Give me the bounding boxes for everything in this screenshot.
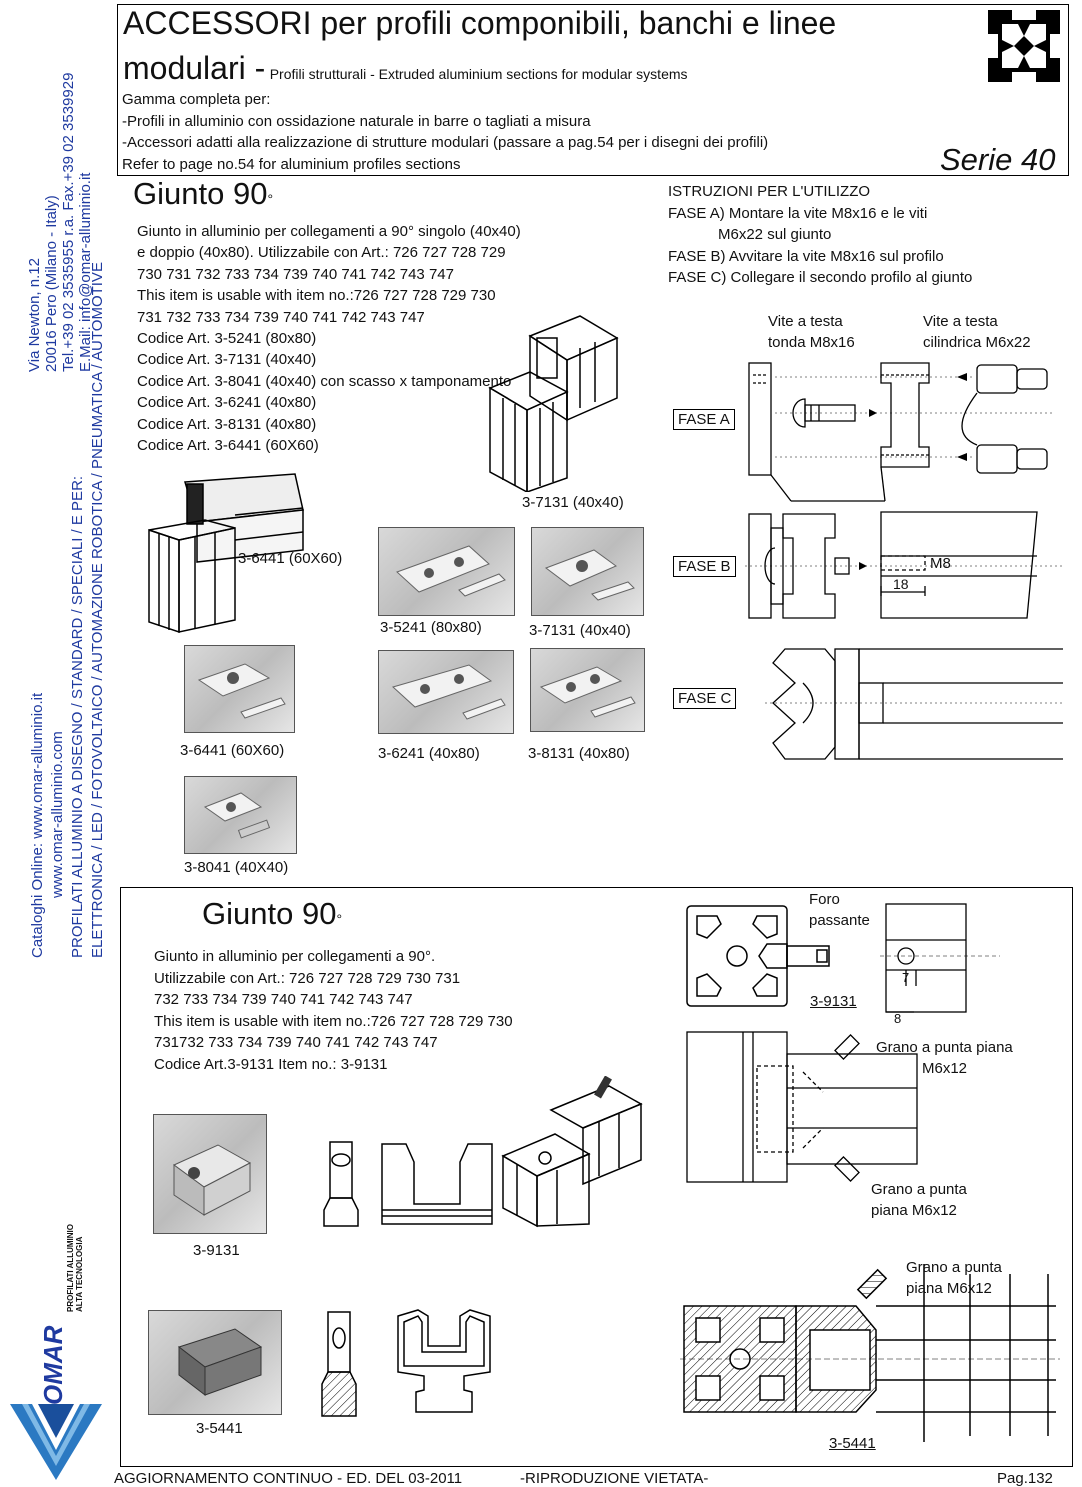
section1-description: Giunto in alluminio per collegamenti a 9… [137, 223, 521, 455]
photo-label-5441: 3-5441 [196, 1420, 243, 1437]
photo-label-7131: 3-7131 (40x40) [529, 622, 631, 639]
section1-title: Giunto 90° [133, 176, 274, 211]
part-7131-icon [544, 549, 635, 601]
photo-label-6241: 3-6241 (40x80) [378, 745, 480, 762]
instructions-block: ISTRUZIONI PER L'UTILIZZO FASE A) Montar… [668, 183, 973, 286]
photo-label-6441-big: 3-6441 (60X60) [238, 550, 343, 567]
page-title-line2: modulari - Profili strutturali - Extrude… [123, 50, 688, 86]
photo-6241 [378, 650, 514, 734]
photo-5241 [378, 527, 515, 616]
part-5441-icon [177, 1328, 263, 1397]
photo-7131 [531, 527, 644, 616]
footer-notice: -RIPRODUZIONE VIETATA- [520, 1470, 709, 1487]
page-title: ACCESSORI per profili componibili, banch… [123, 5, 837, 41]
grano-label-3: Grano a punta piana M6x12 [906, 1259, 1002, 1297]
hole-detail-drawing [880, 903, 1000, 1013]
part-5241-icon [396, 545, 506, 597]
logo-v-icon [10, 1404, 102, 1480]
part-5441-side-drawing [321, 1311, 357, 1417]
photo-label-8041: 3-8041 (40X40) [184, 859, 289, 876]
photo-label-6441: 3-6441 (60X60) [180, 742, 285, 759]
photo-label-7131-top: 3-7131 (40x40) [522, 494, 624, 511]
assembly-7131-drawing [488, 315, 619, 492]
foro-passante-label: Foro passante [809, 891, 870, 929]
header-description: Gamma completa per: -Profili in allumini… [122, 91, 769, 173]
fase-a-label: FASE A [673, 409, 735, 430]
assembly-9131-drawing [501, 1076, 643, 1228]
part-6441-icon [197, 663, 286, 719]
part-5441-front-drawing [397, 1309, 491, 1413]
logo-subtitle: PROFILATI ALLUMINIO ALTA TECNOLOGIA [66, 1224, 84, 1312]
series-label: Serie 40 [940, 142, 1056, 177]
photo-6441 [184, 645, 295, 733]
services-line: PROFILATI ALLUMINIO A DISEGNO / STANDARD… [69, 475, 86, 958]
part-8041-icon [203, 792, 271, 839]
photo-8131 [530, 648, 645, 732]
logo-text: OMAR [38, 1325, 68, 1405]
part-6241-icon [392, 664, 506, 720]
dim-18: 18 [893, 576, 909, 592]
screw1-label: Vite a testa tonda M8x16 [768, 313, 855, 351]
page-number: Pag.132 [997, 1470, 1053, 1487]
section2-title: Giunto 90° [202, 896, 343, 931]
assembly-5441-drawing [680, 1264, 1060, 1442]
part-9131-side-drawing [323, 1141, 359, 1227]
photo-8041 [184, 776, 297, 854]
page-subtitle: Profili strutturali - Extruded aluminium… [269, 66, 688, 82]
label-9131-drawing: 3-9131 [810, 993, 857, 1010]
fase-b-label: FASE B [673, 556, 736, 577]
dim-m8: M8 [930, 555, 951, 572]
part-9131-icon [173, 1144, 252, 1216]
grano-label-1: Grano a punta piana M6x12 [876, 1039, 1013, 1077]
part-8131-icon [539, 666, 636, 718]
photo-label-8131: 3-8131 (40x80) [528, 745, 630, 762]
dim-8: 8 [894, 1011, 902, 1026]
assembly-6441-drawing [148, 473, 304, 634]
instructions-title: ISTRUZIONI PER L'UTILIZZO [668, 183, 871, 200]
fase-a-drawing [748, 362, 1055, 502]
profile-section-icon [988, 10, 1060, 82]
footer-edition: AGGIORNAMENTO CONTINUO - ED. DEL 03-2011 [114, 1470, 463, 1487]
label-5441-drawing: 3-5441 [829, 1435, 876, 1452]
dim-7: 7 [902, 970, 910, 985]
header-box [117, 4, 1069, 176]
fase-c-label: FASE C [673, 688, 737, 709]
screw2-label: Vite a testa cilindrica M6x22 [923, 313, 1031, 351]
section2-box [120, 887, 1073, 1467]
web-block: Cataloghi Online: www.omar-alluminio.it … [28, 262, 108, 958]
photo-label-5241: 3-5241 (80x80) [380, 619, 482, 636]
photo-5441 [148, 1310, 282, 1415]
fase-c-drawing [765, 648, 1063, 760]
sectors-line: ELETTRONICA / LED / FOTOVOLTAICO / AUTOM… [89, 262, 106, 958]
photo-9131 [153, 1114, 267, 1234]
grano-section-drawing [686, 1031, 918, 1183]
section2-description: Giunto in alluminio per collegamenti a 9… [154, 948, 513, 1073]
website-line: www.omar-alluminio.com [49, 731, 66, 898]
photo-label-9131: 3-9131 [193, 1242, 240, 1259]
fase-b-drawing [745, 511, 1063, 619]
part-9131-front-drawing [381, 1143, 493, 1225]
website-line: Cataloghi Online: www.omar-alluminio.it [29, 692, 46, 958]
grano-label-2: Grano a punta piana M6x12 [871, 1181, 967, 1219]
profile-9131-section-drawing [686, 905, 830, 1007]
